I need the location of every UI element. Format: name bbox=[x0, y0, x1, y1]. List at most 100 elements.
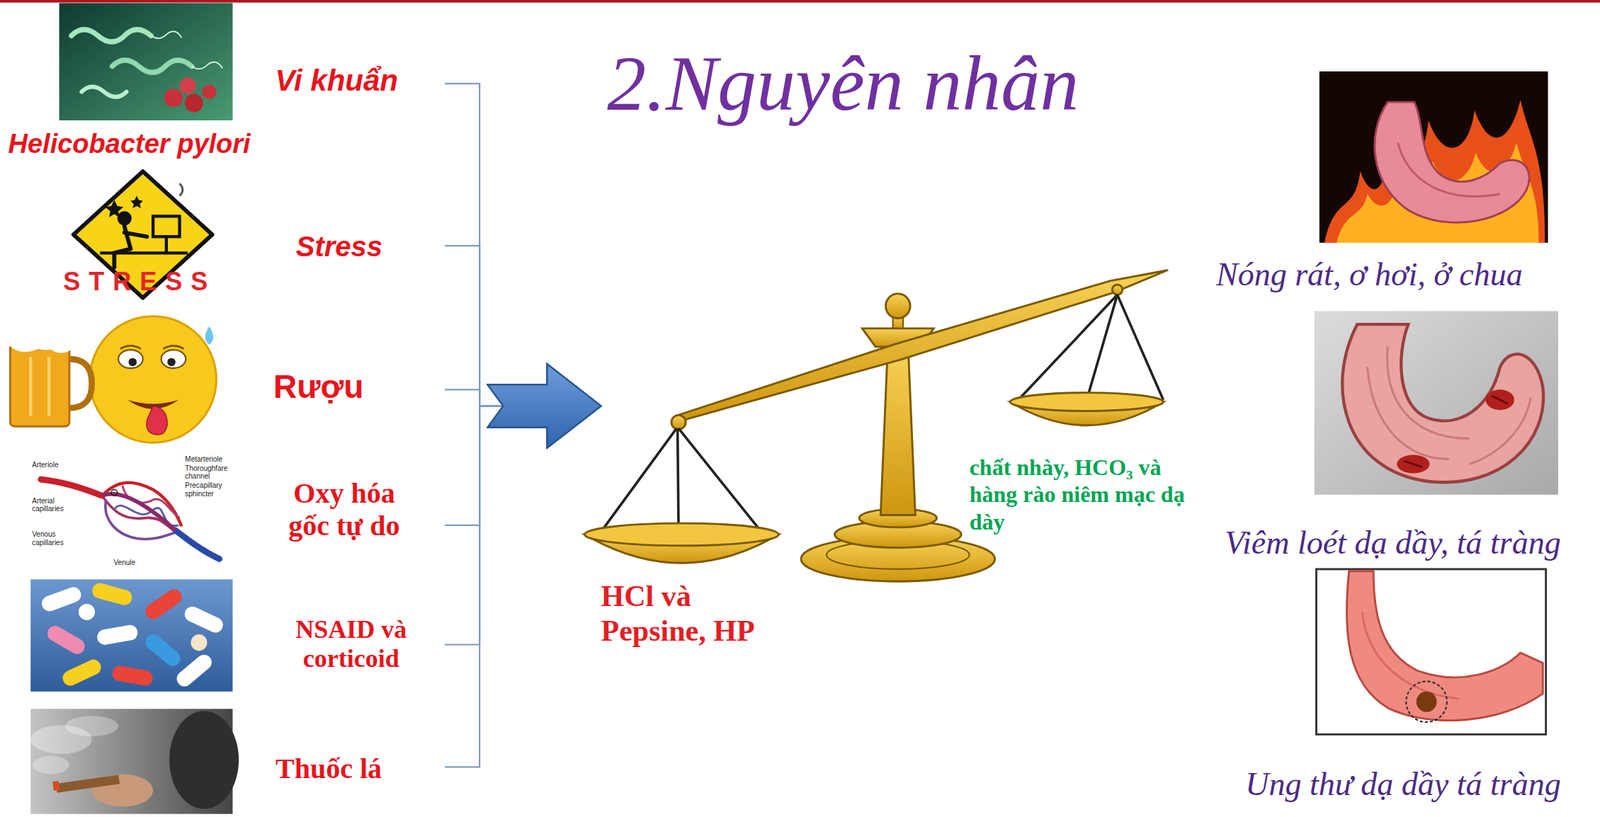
label-holder: Venule bbox=[111, 558, 137, 568]
sign-word: STRESS bbox=[63, 267, 217, 297]
bacteria-picture bbox=[191, 62, 223, 70]
bacteria-picture bbox=[81, 86, 127, 97]
label-holder: Venous capillaries bbox=[30, 530, 75, 547]
pills-picture bbox=[90, 581, 134, 607]
microcirculation-figure bbox=[28, 451, 233, 572]
drinking-emoji bbox=[146, 405, 168, 435]
cause-item: Vi khuẩnHelicobacter pylori bbox=[8, 63, 446, 161]
label-holder: Arterial capillaries bbox=[30, 497, 75, 514]
connector-group bbox=[444, 364, 601, 645]
bracket-connector bbox=[444, 245, 601, 406]
balance-scale bbox=[886, 293, 911, 319]
bacteria-picture bbox=[111, 60, 192, 73]
pills-picture bbox=[44, 623, 88, 658]
drinking-emoji bbox=[161, 349, 187, 369]
figure-part-label: Venous capillaries bbox=[30, 530, 75, 547]
label-holder: STRESS bbox=[63, 267, 217, 297]
figure-part-label: Thoroughfare channel bbox=[183, 464, 233, 481]
block-arrowhead bbox=[488, 364, 602, 448]
figure-part-label: Arteriole bbox=[30, 461, 60, 470]
pills-picture bbox=[30, 579, 233, 692]
connector-group bbox=[444, 364, 601, 526]
cancer-stomach-picture bbox=[1362, 611, 1460, 699]
drinking-emoji bbox=[69, 359, 93, 408]
drinking-emoji bbox=[9, 344, 70, 427]
pills-picture bbox=[142, 586, 185, 623]
smoking-picture bbox=[32, 756, 70, 775]
connector-group bbox=[444, 364, 601, 768]
node-label: Oxy hóa gốc tự do bbox=[278, 477, 410, 543]
stress-sign bbox=[117, 211, 132, 226]
drinking-emoji bbox=[128, 358, 138, 367]
bacteria-picture bbox=[179, 77, 197, 94]
block-arrowhead bbox=[488, 364, 602, 448]
smoking-picture bbox=[55, 775, 120, 794]
bracket-connector bbox=[444, 405, 601, 645]
cancer-stomach-picture bbox=[1346, 571, 1543, 722]
block-arrowhead bbox=[488, 364, 602, 448]
drinking-emoji bbox=[30, 356, 49, 417]
bracket-connector bbox=[444, 83, 601, 406]
label-holder: Arteriole bbox=[30, 461, 60, 470]
burning-stomach-picture bbox=[1319, 71, 1549, 243]
node-label: Viêm loét dạ dầy, tá tràng bbox=[1216, 525, 1571, 562]
cause-item: Thuốc lá bbox=[275, 752, 445, 787]
balance-scale bbox=[1018, 294, 1164, 400]
smoking-picture bbox=[52, 781, 60, 792]
node-label: NSAID và corticoid bbox=[280, 615, 423, 675]
pills-picture bbox=[190, 634, 207, 651]
drinking-emoji bbox=[9, 316, 217, 444]
cancer-stomach-picture bbox=[1405, 681, 1448, 723]
ulcer-stomach-picture bbox=[1342, 324, 1544, 483]
bacteria-picture bbox=[71, 29, 151, 42]
ulcer-stomach-picture bbox=[1367, 347, 1532, 465]
pills-picture bbox=[96, 623, 140, 646]
pills-picture bbox=[182, 604, 226, 636]
stress-sign bbox=[165, 236, 168, 253]
burning-stomach-picture bbox=[1374, 101, 1530, 223]
pills-picture bbox=[142, 631, 184, 670]
pills-picture bbox=[30, 579, 233, 692]
cause-item: Oxy hóa gốc tự do bbox=[267, 477, 445, 543]
burning-stomach-picture bbox=[1324, 99, 1545, 243]
protective-factor-pan: chất nhày, HCO₃ và hàng rào niêm mạc dạ … bbox=[969, 454, 1211, 536]
drinking-emoji bbox=[48, 336, 74, 353]
balance-scale bbox=[585, 270, 1168, 582]
drinking-emoji bbox=[205, 326, 214, 345]
stress-sign bbox=[114, 226, 147, 268]
cause-item: Rượu bbox=[273, 367, 445, 407]
balance-scale bbox=[1111, 284, 1122, 295]
drinking-emoji bbox=[120, 345, 184, 349]
bracket-connector bbox=[444, 405, 601, 768]
microcirculation-figure bbox=[111, 490, 118, 497]
smoking-picture bbox=[30, 708, 239, 814]
stress-sign bbox=[104, 199, 124, 217]
bacteria-picture bbox=[59, 2, 234, 121]
ulcer-stomach-picture bbox=[1403, 395, 1508, 468]
bacteria-picture bbox=[150, 31, 182, 39]
consequence-item: Viêm loét dạ dầy, tá tràng bbox=[1216, 525, 1571, 562]
burning-stomach-picture bbox=[1398, 143, 1501, 197]
bacteria-picture bbox=[59, 2, 234, 121]
cancer-stomach-picture bbox=[1315, 569, 1546, 735]
ulcer-stomach-picture bbox=[1314, 310, 1559, 495]
figure-part-label: Venule bbox=[111, 558, 137, 568]
title-holder: 2.Nguyên nhân bbox=[606, 41, 1079, 127]
burning-stomach-picture bbox=[1319, 71, 1549, 243]
cause-item: Stress bbox=[296, 229, 445, 264]
block-arrowhead bbox=[488, 364, 602, 448]
node-label: Thuốc lá bbox=[275, 752, 445, 787]
microcirculation-figure bbox=[175, 530, 220, 559]
cancer-stomach-picture bbox=[1416, 691, 1438, 713]
balance-scale bbox=[880, 347, 916, 516]
node-label: Rượu bbox=[273, 367, 445, 407]
smoking-picture bbox=[169, 711, 239, 809]
drinking-emoji bbox=[89, 316, 217, 444]
connector-group bbox=[444, 364, 601, 448]
node-sublabel: Helicobacter pylori bbox=[8, 128, 446, 161]
node-label: Stress bbox=[296, 229, 445, 264]
drinking-emoji bbox=[118, 349, 144, 369]
